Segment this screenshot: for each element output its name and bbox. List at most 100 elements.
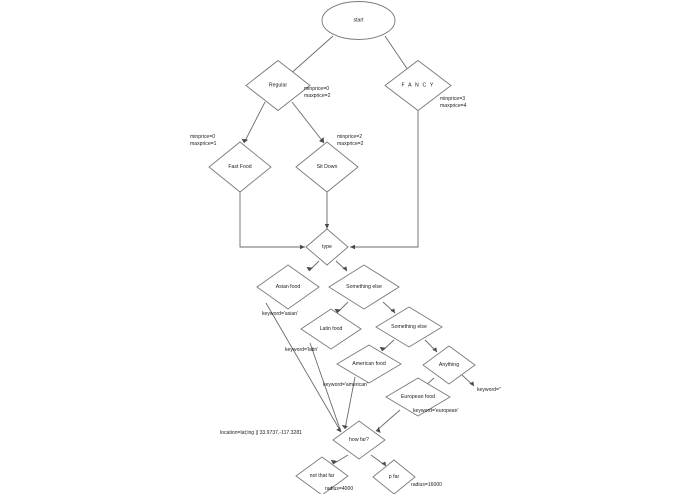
arrowhead-icon — [350, 244, 355, 250]
edge-label-european-keyword: keyword='european' — [413, 408, 458, 414]
node-fastfood[interactable]: Fast Food — [208, 141, 272, 193]
node-latinfood[interactable]: Latin food — [300, 308, 362, 350]
edge-line — [287, 35, 334, 77]
edge-regular-to-fastfood — [241, 101, 266, 144]
edge-start-to-regular — [284, 35, 334, 77]
node-somethingelse2[interactable]: Something else — [375, 306, 443, 348]
edge-label-location-label: location=lat;lng || 33.9737,-117.3281 — [220, 430, 302, 436]
edge-fastfood-to-type — [239, 192, 305, 250]
edge-label-text-secondary: maxprice=4 — [440, 103, 467, 109]
edge-fancy-to-type — [350, 110, 419, 250]
arrowhead-icon — [330, 459, 338, 464]
node-label: American food — [352, 361, 386, 367]
node-label: start — [353, 18, 364, 24]
arrowhead-icon — [300, 244, 305, 250]
node-diamond — [422, 345, 476, 385]
node-americanfood[interactable]: American food — [336, 344, 402, 384]
edge-somethingelse2-to-americanfood — [379, 339, 395, 352]
node-diamond — [375, 306, 443, 348]
node-pfar[interactable]: p far — [372, 459, 416, 494]
edge-somethingelse1-to-latinfood — [334, 301, 349, 314]
edge-line — [309, 342, 342, 433]
arrowhead-icon — [306, 267, 313, 271]
node-type[interactable]: type — [305, 228, 349, 266]
edge-label-text: radius=16000 — [411, 482, 442, 488]
edge-label-text-secondary: maxprice=1 — [190, 141, 217, 147]
edge-sitdown-to-type — [324, 192, 330, 229]
node-diamond — [385, 377, 451, 417]
node-label: Fast Food — [228, 164, 251, 170]
edge-anything-keyword-stub — [461, 374, 475, 387]
edge-line — [265, 302, 342, 433]
node-howfar[interactable]: how far? — [332, 420, 386, 460]
edge-label-asian-keyword: keyword='asian' — [262, 311, 298, 317]
node-label: type — [322, 244, 332, 250]
node-label: F A N C Y — [401, 83, 434, 89]
edge-label-text: radius=4000 — [325, 486, 353, 492]
arrowhead-icon — [381, 461, 386, 466]
edge-howfar-to-notthatfar — [330, 454, 349, 465]
edge-label-text: keyword='american' — [323, 382, 368, 388]
node-diamond — [336, 344, 402, 384]
node-sitdown[interactable]: Sit Down — [295, 141, 359, 193]
edge-line — [239, 192, 305, 248]
node-diamond — [245, 59, 311, 112]
node-regular[interactable]: Regular — [245, 59, 311, 112]
node-label: Sit Down — [317, 164, 338, 170]
edge-label-text: keyword='asian' — [262, 311, 298, 317]
node-diamond — [328, 264, 400, 310]
node-label: Something else — [346, 284, 382, 290]
node-label: European food — [401, 394, 435, 400]
arrowhead-icon — [342, 266, 347, 271]
edge-somethingelse2-to-anything — [424, 339, 438, 353]
edge-label-text: minprice=3 — [440, 96, 465, 102]
node-label: Regular — [269, 83, 287, 89]
edge-label-text: keyword='european' — [413, 408, 458, 414]
node-label: Something else — [391, 324, 427, 330]
node-label: not that far — [310, 473, 335, 479]
edge-americanfood-to-howfar — [341, 376, 356, 430]
arrowhead-icon — [379, 346, 387, 351]
edge-line — [350, 110, 419, 248]
node-diamond — [256, 264, 320, 310]
edge-label-latin-keyword: keyword='latin' — [285, 347, 318, 353]
node-anything[interactable]: Anything — [422, 345, 476, 385]
edge-line — [344, 376, 356, 430]
node-europeanfood[interactable]: European food — [385, 377, 451, 417]
arrowhead-icon — [241, 138, 249, 143]
node-somethingelse1[interactable]: Something else — [328, 264, 400, 310]
node-diamond — [208, 141, 272, 193]
node-fancy[interactable]: F A N C Y — [384, 59, 452, 112]
arrowhead-icon — [334, 308, 342, 313]
node-diamond — [295, 456, 349, 494]
edge-regular-to-sitdown — [291, 101, 325, 144]
arrowhead-icon — [376, 426, 381, 433]
node-label: how far? — [349, 437, 369, 443]
edge-label-text: location=lat;lng || 33.9737,-117.3281 — [220, 430, 302, 436]
edge-type-to-somethingelse1 — [335, 260, 348, 272]
node-notthatfar[interactable]: not that far — [295, 456, 349, 494]
edge-label-text-secondary: maxprice=2 — [337, 141, 364, 147]
edge-label-pfar-radius: radius=16000 — [411, 482, 442, 488]
edge-label-text: keyword='latin' — [285, 347, 318, 353]
node-diamond — [332, 420, 386, 460]
edge-label-text: minprice=2 — [337, 134, 362, 140]
node-diamond — [295, 141, 359, 193]
edge-latinfood-to-howfar — [309, 342, 342, 433]
edge-line — [291, 101, 325, 144]
arrowhead-icon — [336, 427, 341, 432]
edge-line — [375, 409, 401, 432]
node-asianfood[interactable]: Asian food — [256, 264, 320, 310]
node-label: Anything — [439, 362, 459, 368]
edge-label-text: minprice=0 — [190, 134, 215, 140]
node-start[interactable]: start — [321, 1, 396, 40]
arrowhead-icon — [319, 137, 324, 143]
arrowhead-icon — [341, 424, 348, 429]
